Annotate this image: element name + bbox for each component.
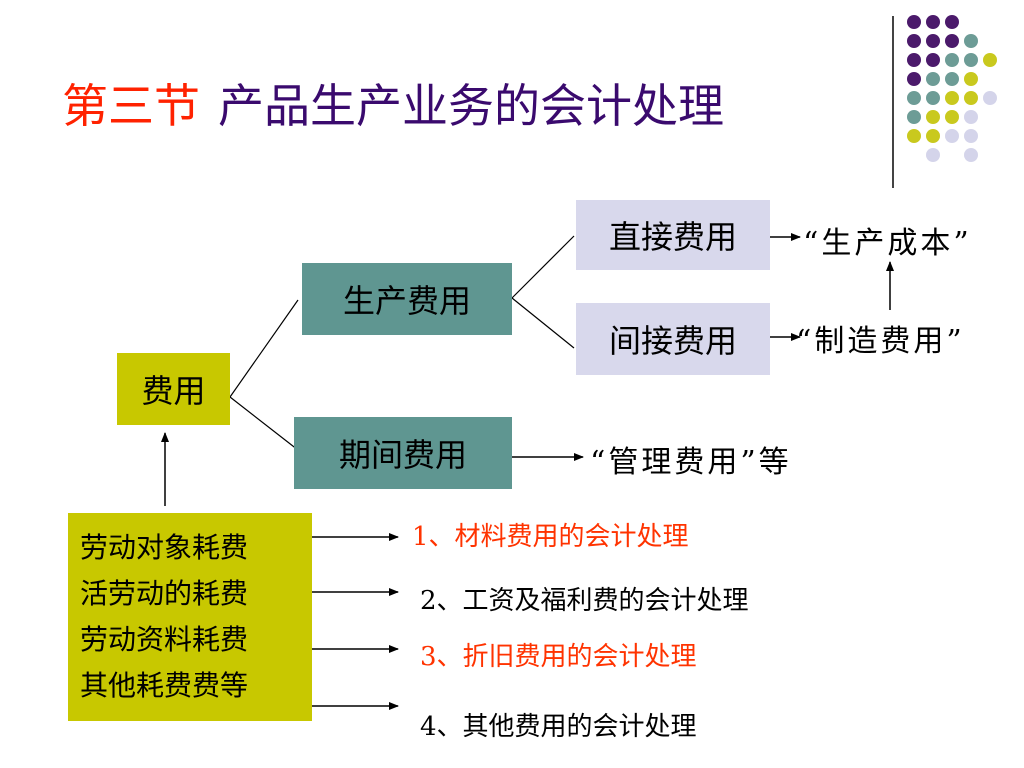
indirect-expense-box: 间接费用 (576, 303, 770, 375)
decorative-dot (964, 148, 978, 162)
connector-root-production (229, 299, 299, 398)
direct-result-label: “生产成本” (803, 226, 972, 261)
source-item: 活劳动的耗费 (80, 577, 249, 610)
decorative-dot (907, 53, 921, 67)
period-expense-box: 期间费用 (294, 417, 512, 489)
accounting-item-3: 3、折旧费用的会计处理 (420, 642, 697, 672)
accounting-item-1: 1、材料费用的会计处理 (412, 522, 689, 552)
decorative-dot (926, 91, 940, 105)
decorative-dot (945, 110, 959, 124)
decorative-dot (983, 53, 997, 67)
root-expense-box: 费用 (117, 353, 230, 425)
decorative-dot (926, 15, 940, 29)
period-result-label: “管理费用”等 (590, 445, 792, 480)
production-expense-box: 生产费用 (302, 263, 512, 335)
page-title: 第三节产品生产业务的会计处理 (62, 76, 724, 136)
decorative-dot (964, 72, 978, 86)
accounting-item-2: 2、工资及福利费的会计处理 (420, 586, 749, 616)
source-item: 劳动对象耗费 (80, 531, 249, 564)
decorative-dot (907, 15, 921, 29)
decorative-dot (945, 15, 959, 29)
decorative-dot (907, 129, 921, 143)
decorative-dot (907, 34, 921, 48)
source-item: 其他耗费费等 (80, 669, 249, 702)
decorative-dot (907, 91, 921, 105)
decorative-dot (926, 110, 940, 124)
decorative-dot (945, 129, 959, 143)
decorative-dot (945, 72, 959, 86)
decorative-dot (945, 91, 959, 105)
decorative-dot (983, 91, 997, 105)
source-item: 劳动资料耗费 (80, 623, 249, 656)
accounting-item-4: 4、其他费用的会计处理 (420, 712, 697, 742)
decorative-dot (926, 148, 940, 162)
title-main: 产品生产业务的会计处理 (218, 79, 724, 133)
cost-sources-box: 劳动对象耗费 活劳动的耗费 劳动资料耗费 其他耗费费等 (68, 513, 312, 721)
indirect-result-label: “制造费用” (796, 324, 965, 359)
decorative-dot (926, 129, 940, 143)
connector-production-indirect (511, 297, 575, 349)
title-divider (892, 16, 894, 188)
decorative-dot (964, 91, 978, 105)
decorative-dot (907, 72, 921, 86)
connector-root-period (229, 396, 299, 451)
direct-expense-box: 直接费用 (576, 200, 770, 270)
decorative-dot (964, 34, 978, 48)
decorative-dot (945, 34, 959, 48)
decorative-dot (964, 129, 978, 143)
decorative-dot (964, 110, 978, 124)
title-section: 第三节 (62, 79, 200, 133)
decorative-dot (926, 72, 940, 86)
decorative-dot (907, 110, 921, 124)
connector-production-direct (511, 235, 575, 299)
decorative-dot (926, 34, 940, 48)
decorative-dot (964, 53, 978, 67)
decorative-dot (945, 53, 959, 67)
decorative-dot (926, 53, 940, 67)
